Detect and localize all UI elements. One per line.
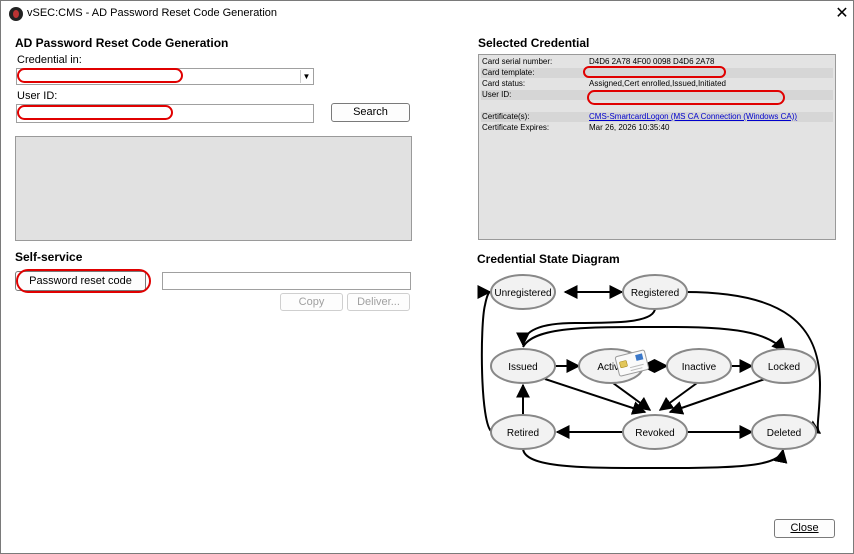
svg-text:Inactive: Inactive (682, 362, 717, 373)
title-bar: vSEC:CMS - AD Password Reset Code Genera… (1, 1, 853, 27)
state-registered: Registered (622, 274, 688, 310)
detail-key: Certificate(s): (482, 112, 530, 121)
redaction-mark (17, 68, 183, 83)
detail-key: Card template: (482, 68, 535, 77)
svg-text:Active: Active (597, 362, 625, 373)
svg-text:Issued: Issued (508, 362, 537, 373)
certificate-link[interactable]: CMS-SmartcardLogon (MS CA Connection (Wi… (589, 112, 798, 121)
detail-row: Card serial number: D4D6 2A78 4F00 0098 … (481, 57, 833, 67)
state-issued: Issued (490, 348, 556, 384)
detail-row: User ID: (481, 90, 833, 100)
selected-credential-heading: Selected Credential (478, 36, 590, 50)
detail-row: Certificate(s): CMS-SmartcardLogon (MS C… (481, 112, 833, 122)
detail-row: Certificate Expires: Mar 26, 2026 10:35:… (481, 123, 833, 133)
state-locked: Locked (751, 348, 817, 384)
highlight-mark (16, 269, 151, 293)
close-button[interactable]: Close (774, 519, 835, 538)
password-reset-code-button[interactable]: Password reset code (15, 271, 146, 291)
close-window-icon[interactable]: ✕ (835, 5, 849, 22)
state-retired: Retired (490, 414, 556, 450)
redaction-mark (17, 105, 173, 120)
credential-label: Credential in: (17, 54, 82, 66)
svg-text:Unregistered: Unregistered (494, 288, 551, 299)
svg-text:Revoked: Revoked (635, 428, 674, 439)
state-deleted: Deleted (751, 414, 817, 450)
detail-value: D4D6 2A78 4F00 0098 D4D6 2A78 (589, 57, 715, 66)
close-button-label: Close (790, 522, 819, 534)
detail-key: Card serial number: (482, 57, 553, 66)
self-service-heading: Self-service (15, 250, 83, 264)
svg-text:Retired: Retired (507, 428, 539, 439)
detail-key: User ID: (482, 90, 512, 99)
reset-code-field[interactable] (162, 272, 411, 290)
results-list[interactable] (15, 136, 412, 241)
state-unregistered: Unregistered (490, 274, 556, 310)
detail-key: Certificate Expires: (482, 123, 550, 132)
state-inactive: Inactive (666, 348, 732, 384)
userid-label: User ID: (17, 90, 58, 102)
smartcard-icon (614, 349, 650, 377)
redaction-mark (587, 90, 785, 105)
chevron-down-icon[interactable]: ▼ (300, 70, 312, 83)
search-button[interactable]: Search (331, 103, 410, 122)
detail-key: Card status: (482, 79, 526, 88)
svg-text:Deleted: Deleted (767, 428, 801, 439)
redaction-mark (583, 66, 726, 78)
window-title: vSEC:CMS - AD Password Reset Code Genera… (27, 7, 278, 19)
detail-value: Assigned,Cert enrolled,Issued,Initiated (589, 79, 726, 88)
state-diagram: Unregistered Registered Issued Active In… (477, 274, 822, 470)
page-title: AD Password Reset Code Generation (15, 36, 229, 50)
svg-text:Locked: Locked (768, 362, 800, 373)
deliver-button[interactable]: Deliver... (347, 293, 410, 311)
state-nodes: Unregistered Registered Issued Active In… (490, 274, 817, 450)
credential-details-panel: Card serial number: D4D6 2A78 4F00 0098 … (478, 54, 836, 240)
detail-row: Card template: (481, 68, 833, 78)
copy-button[interactable]: Copy (280, 293, 343, 311)
detail-value: Mar 26, 2026 10:35:40 (589, 123, 670, 132)
diagram-heading: Credential State Diagram (477, 252, 620, 266)
state-revoked: Revoked (622, 414, 688, 450)
detail-row: Card status: Assigned,Cert enrolled,Issu… (481, 79, 833, 89)
svg-text:Registered: Registered (631, 288, 679, 299)
app-logo-icon (9, 7, 23, 21)
